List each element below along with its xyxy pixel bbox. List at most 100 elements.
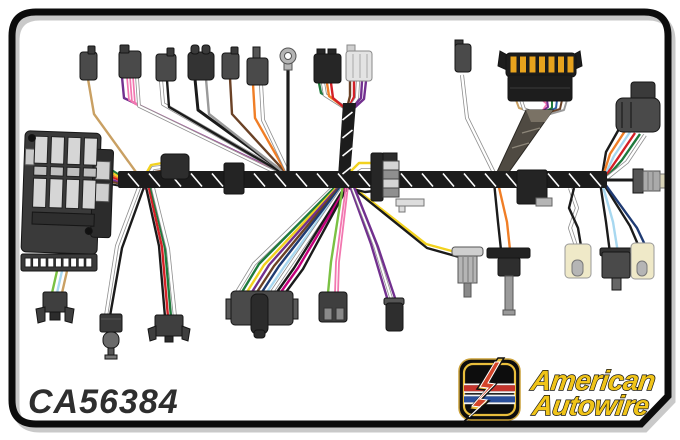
bulb-socket-cream-1 xyxy=(564,243,592,279)
connector-winged-four-wire xyxy=(147,314,191,343)
wire-c11-red xyxy=(604,132,636,178)
wire-c9-white xyxy=(460,74,498,178)
connector-dark-lamp xyxy=(599,247,633,291)
fuse-box-terminal-strip xyxy=(20,253,98,272)
wire-c2-white xyxy=(136,76,288,179)
ring-terminal xyxy=(279,47,297,71)
flasher-unit xyxy=(160,153,190,180)
wire-a-black xyxy=(349,185,460,259)
wire-c9-white xyxy=(460,74,498,178)
wire-h2-white xyxy=(104,184,142,317)
hatch-mark xyxy=(342,129,353,139)
wire-h6-purple2 xyxy=(352,186,398,302)
hatch-mark xyxy=(190,172,203,188)
bulkhead-terminal-connector xyxy=(370,152,425,213)
wire-b-black xyxy=(492,181,503,251)
hatch-mark xyxy=(253,172,266,188)
vertical-harness-trunk xyxy=(338,103,356,177)
brand-name-line1: American xyxy=(528,365,657,396)
hatch-mark xyxy=(505,172,518,188)
ignition-switch-connector xyxy=(497,50,583,102)
wire-c11-black xyxy=(600,128,621,177)
hatch-mark xyxy=(342,111,353,121)
wire-h6-purple1 xyxy=(348,185,390,302)
hatch-mark xyxy=(295,172,308,188)
hatch-mark xyxy=(358,172,371,188)
fuse-slots xyxy=(32,135,99,210)
wire-h5-green xyxy=(326,184,345,294)
part-number-label: CA56384 xyxy=(28,383,179,421)
connector-two-slot xyxy=(318,291,348,323)
wire-h4-black2 xyxy=(285,185,350,293)
hatch-mark xyxy=(148,172,161,188)
wire-c1-tan xyxy=(86,78,142,180)
connector-dual-pair xyxy=(313,44,373,84)
wire-h3-white xyxy=(151,187,177,318)
hatch-mark xyxy=(342,147,353,157)
fuse-box xyxy=(20,130,115,272)
brand-logo: American Autowire xyxy=(458,357,658,424)
connector-orange-white-plug xyxy=(246,46,269,86)
hatch-mark xyxy=(547,172,560,188)
connector-purple-pink-plug xyxy=(118,44,142,79)
wire-c6-white xyxy=(259,83,291,176)
wire-c4-black xyxy=(193,78,287,176)
trunk-connector-block xyxy=(516,169,553,207)
hatch-mark xyxy=(421,172,434,188)
wire-c8-red1 xyxy=(329,82,347,110)
wire-h4-white2 xyxy=(271,184,346,293)
hatch-mark xyxy=(316,172,329,188)
brand-wordmark: American Autowire xyxy=(528,364,658,421)
lightning-bolt-icon xyxy=(461,357,506,424)
wire-h4-navy xyxy=(260,183,344,293)
wire-c5-brown xyxy=(228,77,289,176)
wire-h5-pink1 xyxy=(334,185,347,294)
wire-h4-white1 xyxy=(235,182,339,293)
connectors-layer xyxy=(20,39,668,360)
connector-tan-plug xyxy=(79,45,98,81)
page-frame xyxy=(8,8,672,428)
wire-h2-black xyxy=(108,186,146,317)
wire-h6-white xyxy=(351,185,393,302)
connector-brown-plug xyxy=(221,46,240,80)
connector-round-barrel xyxy=(99,313,123,360)
wire-h4-magenta xyxy=(280,185,349,293)
connector-with-ground-pin xyxy=(486,247,531,316)
connector-white-black-plug xyxy=(155,47,177,82)
hatch-mark xyxy=(127,172,140,188)
hatch-mark xyxy=(400,172,413,188)
wire-c11-orange xyxy=(601,130,627,177)
hatch-mark xyxy=(568,172,581,188)
hatch-mark xyxy=(484,172,497,188)
wire-h4-dkgreen xyxy=(240,182,340,293)
wire-c11-white xyxy=(606,134,646,179)
hatch-mark xyxy=(442,172,455,188)
wire-h3-red xyxy=(147,187,170,318)
wire-e-black xyxy=(601,182,641,248)
wire-h4-black1 xyxy=(276,184,348,293)
wire-h5-pink2 xyxy=(337,185,349,294)
hatch-mark xyxy=(337,172,350,188)
wire-c6-orange xyxy=(251,83,289,175)
wire-h1-green xyxy=(50,270,59,294)
connector-headlight-round xyxy=(615,81,661,133)
wire-h1-ltblue xyxy=(55,270,64,294)
wire-c-black xyxy=(567,187,583,247)
connector-purple-barrel xyxy=(383,297,405,332)
wire-h4-purple xyxy=(250,183,342,293)
brand-badge xyxy=(458,357,521,424)
wrapped-bundle-cone xyxy=(496,109,554,180)
hatch-mark xyxy=(463,172,476,188)
wire-h3-black xyxy=(144,186,167,318)
bulb-socket-cream-2 xyxy=(630,242,655,280)
trunk-clip-block xyxy=(223,162,245,195)
wire-d-ltblue xyxy=(600,182,620,254)
wire-e-navy xyxy=(604,183,648,248)
connector-black-two-wire-plug xyxy=(187,44,215,81)
connector-multi-pin-large xyxy=(225,290,299,339)
hatch-mark xyxy=(589,172,602,188)
bulb-socket-horizontal xyxy=(632,168,668,194)
bulb-socket-metal xyxy=(451,246,484,298)
